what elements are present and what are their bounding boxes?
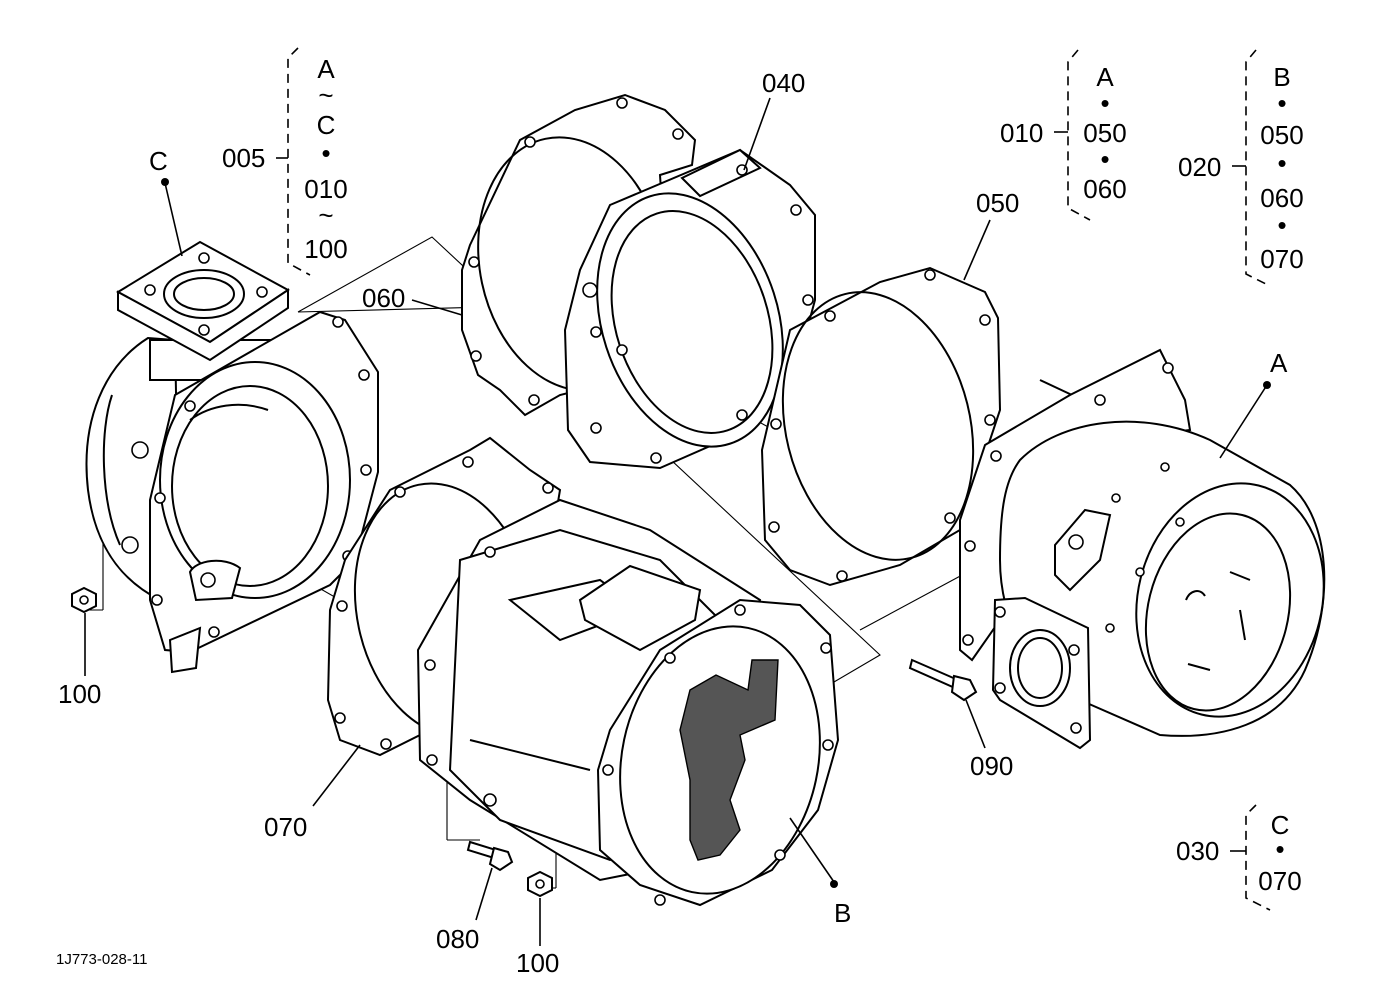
group-030-item: C [1271,810,1290,840]
group-005-item: 100 [304,234,347,264]
group-010-item: • [1100,88,1109,118]
callout-100-left: 100 [58,679,101,709]
callout-080: 080 [436,924,479,954]
group-020-item: • [1277,148,1286,178]
group-010-item: • [1100,144,1109,174]
group-005-list: A ~ C • 010 ~ 100 [304,54,347,264]
group-030-list: C • 070 [1258,810,1301,896]
callout-labels: 005 010 020 030 040 050 060 070 080 090 … [58,68,1221,978]
callout-060: 060 [362,283,405,313]
group-brackets [276,47,1271,911]
group-020-list: B • 050 • 060 • 070 [1260,62,1303,274]
reference-labels: A B C [149,146,1288,928]
leader-lines [84,97,1271,946]
callout-070: 070 [264,812,307,842]
group-020-item: B [1273,62,1290,92]
group-005-item: • [321,138,330,168]
group-020-item: 070 [1260,244,1303,274]
spacer-040 [563,148,816,470]
group-010-item: A [1096,62,1114,92]
group-010-item: 060 [1083,174,1126,204]
group-030-item: 070 [1258,866,1301,896]
outlet-canister [959,348,1326,750]
group-005-item: C [317,110,336,140]
callout-040: 040 [762,68,805,98]
drawing-number: 1J773-028-11 [56,951,147,968]
group-005-item: 010 [304,174,347,204]
reference-c: C [149,146,168,176]
callout-100-bottom: 100 [516,948,559,978]
group-005-item: A [317,54,335,84]
callout-020: 020 [1178,152,1221,182]
inlet-housing [85,240,379,674]
callout-030: 030 [1176,836,1219,866]
callout-005: 005 [222,143,265,173]
reference-a: A [1270,348,1288,378]
group-020-item: 060 [1260,183,1303,213]
bolt-080 [466,840,514,872]
callout-010: 010 [1000,118,1043,148]
group-030-item: • [1275,834,1284,864]
callout-090: 090 [970,751,1013,781]
nut-100-bottom [527,870,553,898]
group-020-item: • [1277,88,1286,118]
group-020-item: • [1277,210,1286,240]
bolt-090 [908,658,978,702]
dpf-filter [416,498,840,907]
reference-b: B [834,898,851,928]
group-020-item: 050 [1260,120,1303,150]
group-010-list: A • 050 • 060 [1083,62,1126,204]
group-010-item: 050 [1083,118,1126,148]
nut-100-left [71,586,97,614]
group-005-item: ~ [318,80,333,110]
group-005-item: ~ [318,200,333,230]
callout-050: 050 [976,188,1019,218]
